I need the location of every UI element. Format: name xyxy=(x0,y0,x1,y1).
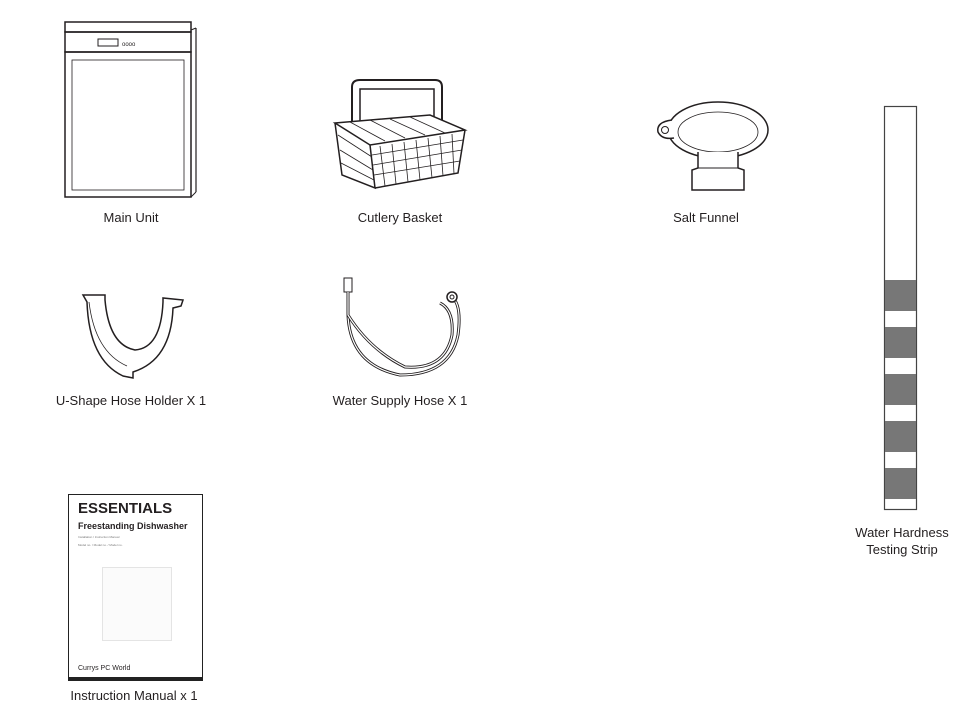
strip-band xyxy=(885,421,916,452)
dishwasher-main-unit-image: oooo xyxy=(64,21,197,198)
instruction-manual-cover: ESSENTIALS Freestanding Dishwasher Insta… xyxy=(68,494,203,681)
water-hardness-strip-image xyxy=(883,105,918,511)
manual-line-1: Installation / Instruction Manual xyxy=(78,535,120,539)
manual-title: ESSENTIALS xyxy=(78,500,173,517)
water-supply-hose-image xyxy=(343,277,461,377)
cutlery-basket-label: Cutlery Basket xyxy=(357,210,443,225)
strip-band xyxy=(885,327,916,358)
strip-band xyxy=(885,374,916,405)
strip-band xyxy=(885,280,916,311)
salt-funnel-image xyxy=(657,101,769,191)
water-supply-hose-label: Water Supply Hose X 1 xyxy=(332,393,468,408)
water-hardness-strip-label-1: Water Hardness xyxy=(855,525,949,540)
salt-funnel-label: Salt Funnel xyxy=(673,210,739,225)
instruction-manual-label: Instruction Manual x 1 xyxy=(70,688,198,703)
water-hardness-strip-label-2: Testing Strip xyxy=(866,542,938,557)
svg-text:oooo: oooo xyxy=(122,42,136,48)
manual-line-2: Model no. / Model no. / Model no. xyxy=(78,543,123,547)
strip-band xyxy=(885,468,916,499)
main-unit-label: Main Unit xyxy=(103,210,159,225)
u-shape-hose-holder-image xyxy=(81,294,185,379)
cutlery-basket-image xyxy=(332,79,468,190)
manual-brand-logo: Currys PC World xyxy=(78,665,131,672)
manual-subtitle: Freestanding Dishwasher xyxy=(78,521,188,531)
manual-dishwasher-photo xyxy=(102,567,172,641)
u-shape-hose-holder-label: U-Shape Hose Holder X 1 xyxy=(55,393,207,408)
